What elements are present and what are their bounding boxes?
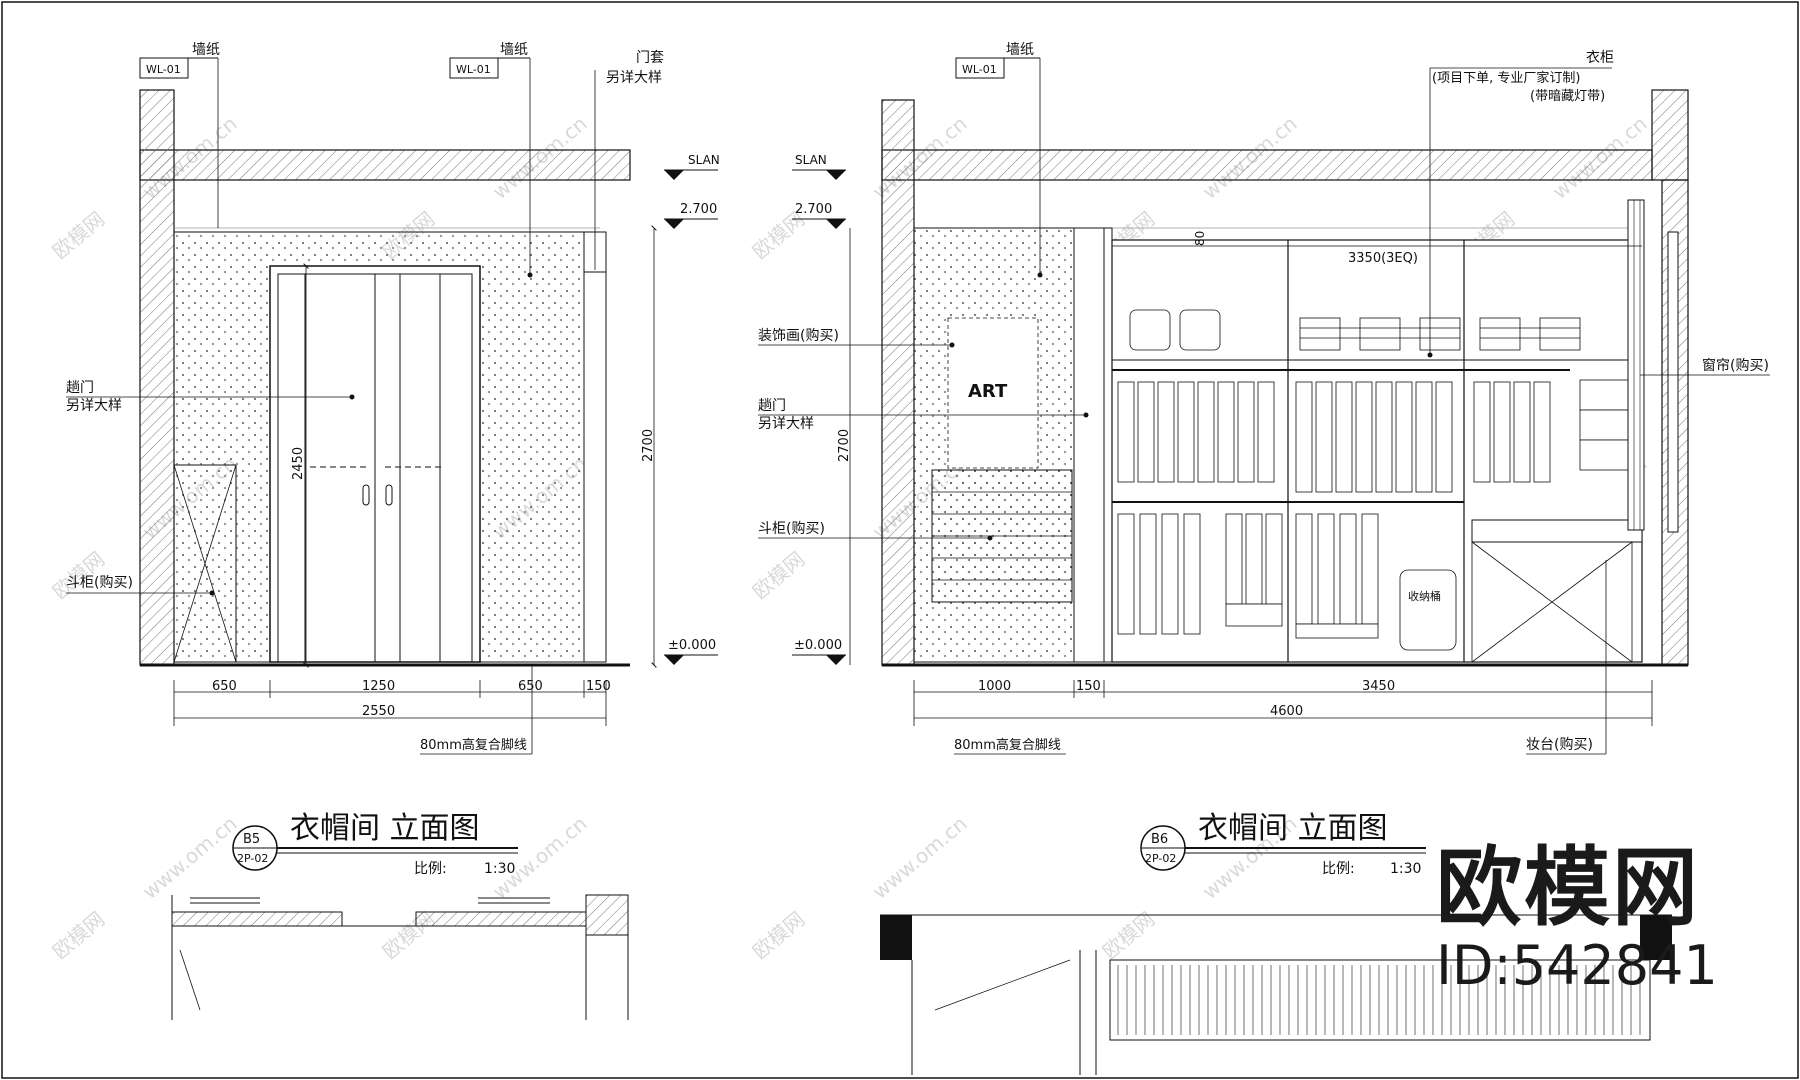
plan-fragment-left: [171, 894, 629, 1020]
title-text: 衣帽间 立面图: [290, 811, 480, 846]
ceiling-slab: [881, 149, 1653, 181]
note-wardrobe: 衣柜: [1586, 50, 1614, 66]
dim-w1: 650: [212, 679, 237, 694]
watermark-site: www.om.cn: [138, 811, 242, 904]
dim-overall: 4600: [1270, 704, 1303, 719]
note-cabinet: 斗柜(购买): [758, 521, 825, 537]
note-storage-bin: 收纳桶: [1408, 589, 1441, 603]
note-wallpaper: 墙纸: [192, 42, 220, 58]
watermark-name: 欧模网: [48, 907, 109, 964]
dim-w3: 3450: [1362, 679, 1395, 694]
title-text: 衣帽间 立面图: [1198, 811, 1388, 846]
title-scale-value: 1:30: [484, 861, 515, 877]
wl-tag: WL-01: [962, 63, 997, 76]
storage-bin: [1399, 569, 1457, 651]
dim-door-height: 2450: [291, 447, 306, 480]
note-curtain: 窗帘(购买): [1702, 357, 1769, 374]
dim-wardrobe-width: 3350(3EQ): [1348, 251, 1418, 266]
note-door-frame-detail: 另详大样: [606, 70, 662, 86]
level-ceiling: 2.700: [795, 202, 832, 217]
title-scale-value: 1:30: [1390, 861, 1421, 877]
cabinet-outline: [173, 464, 237, 663]
ceiling-slab: [139, 149, 631, 181]
dim-w2: 150: [1076, 679, 1101, 694]
wl-tag: WL-01: [456, 63, 491, 76]
level-marker-icon: [826, 655, 846, 665]
folded-clothes: [1129, 309, 1581, 351]
door-handle-icon: [385, 484, 393, 506]
level-marker-icon: [664, 655, 684, 665]
brand-logo: 欧模网: [1436, 838, 1700, 938]
title-scale-label: 比例:: [414, 861, 447, 877]
dim-top-gap: 80: [1193, 231, 1207, 246]
level-slan: SLAN: [795, 153, 827, 167]
hanging-clothes-upper: [1117, 381, 1551, 493]
dim-height-total: 2700: [837, 429, 852, 462]
title-block-b6: B6 2P-02 衣帽间 立面图 比例: 1:30: [1140, 811, 1426, 877]
note-door-detail: 另详大样: [758, 416, 814, 432]
watermark-name: 欧模网: [748, 907, 809, 964]
title-code-top: B6: [1151, 832, 1168, 847]
plan-fragment-right: [880, 914, 1672, 1075]
note-vanity: 妆台(购买): [1526, 737, 1593, 753]
right-elevation: ART: [758, 42, 1770, 1075]
dim-overall: 2550: [362, 704, 395, 719]
brand-watermark: 欧模网 ID:542841: [1436, 840, 1766, 996]
level-marker-icon: [664, 170, 684, 180]
title-code-bottom: 2P-02: [1145, 852, 1176, 865]
vanity-top: [1471, 519, 1643, 543]
curtain: [1627, 199, 1645, 531]
note-painting: 装饰画(购买): [758, 328, 839, 344]
dim-height-total: 2700: [641, 429, 656, 462]
note-door-detail: 另详大样: [66, 398, 122, 414]
title-code-bottom: 2P-02: [237, 852, 268, 865]
note-door: 趟门: [758, 398, 786, 414]
watermark-name: 欧模网: [48, 207, 109, 264]
left-wall: [881, 99, 915, 666]
level-marker-icon: [826, 219, 846, 229]
watermark-site: www.om.cn: [488, 811, 592, 904]
title-scale-label: 比例:: [1322, 861, 1355, 877]
note-skirting: 80mm高复合脚线: [954, 737, 1061, 753]
level-marker-icon: [826, 170, 846, 180]
note-wardrobe-light: (带暗藏灯带): [1530, 89, 1605, 104]
door-frame: [583, 231, 607, 663]
dim-w2: 1250: [362, 679, 395, 694]
level-slan: SLAN: [688, 153, 720, 167]
note-wallpaper: 墙纸: [1006, 42, 1034, 58]
note-wardrobe-order: (项目下单, 专业厂家订制): [1432, 70, 1580, 86]
watermark-site: www.om.cn: [868, 811, 972, 904]
dim-w4: 150: [586, 679, 611, 694]
level-marker-icon: [664, 219, 684, 229]
level-floor: ±0.000: [668, 638, 716, 653]
level-floor: ±0.000: [794, 638, 842, 653]
art-frame: [947, 317, 1039, 469]
door-handle-icon: [362, 484, 370, 506]
watermark-name: 欧模网: [748, 547, 809, 604]
dim-w3: 650: [518, 679, 543, 694]
wl-tag: WL-01: [146, 63, 181, 76]
note-cabinet: 斗柜(购买): [66, 575, 133, 591]
level-ceiling: 2.700: [680, 202, 717, 217]
brand-id: ID:542841: [1436, 934, 1718, 997]
hanging-clothes-lower: [1117, 513, 1379, 639]
title-code-top: B5: [243, 832, 260, 847]
note-skirting: 80mm高复合脚线: [420, 737, 527, 753]
left-wall: [139, 89, 175, 666]
art-label: ART: [968, 381, 1008, 402]
note-door: 趟门: [66, 380, 94, 396]
note-wallpaper: 墙纸: [500, 42, 528, 58]
dim-w1: 1000: [978, 679, 1011, 694]
note-door-frame: 门套: [636, 50, 664, 66]
title-block-b5: B5 2P-02 衣帽间 立面图 比例: 1:30: [232, 811, 518, 877]
left-elevation: WL-01 墙纸 WL-01 墙纸 门套 另详大样 趟门 另详大样 斗柜(购买)…: [66, 42, 720, 1020]
